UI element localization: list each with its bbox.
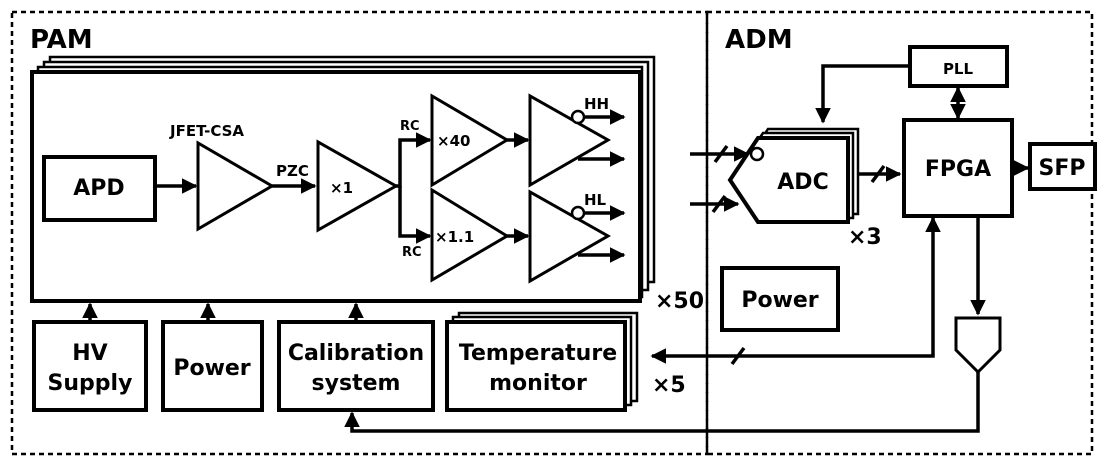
hh-label: HH (584, 95, 609, 113)
hv-supply-label-line2: Supply (48, 371, 133, 396)
adc-to-fpga-bus-slash (870, 164, 886, 184)
pam-region-border (10, 10, 709, 456)
calibration-label-line2: system (312, 371, 401, 396)
adc-input-1-bus-slash (713, 144, 729, 164)
hh-driver (528, 93, 612, 188)
jfet-csa-label: JFET-CSA (169, 122, 244, 140)
pam-label: PAM (30, 25, 93, 55)
rc-top-label: RC (400, 119, 420, 134)
calibration-system-block (277, 320, 435, 412)
hv-supply-label-line1: HV (72, 341, 107, 366)
jfet-csa-amplifier (196, 140, 275, 232)
pzc-label: PZC (276, 162, 309, 180)
adm-label: ADM (725, 25, 793, 55)
adc-label: ADC (777, 170, 828, 195)
pam-power-block (161, 320, 264, 412)
hh-inverting-bubble (570, 109, 586, 125)
hl-label: HL (584, 191, 607, 209)
adm-region-border (705, 10, 1094, 456)
pam-multiplicity-label: ×50 (655, 289, 704, 314)
gain-x40-label: ×40 (437, 132, 470, 150)
fpga-temperature-bus-slash (730, 346, 746, 366)
adm-power-label: Power (741, 288, 818, 313)
hl-inverting-bubble (570, 205, 586, 221)
temperature-label-line1: Temperature (459, 341, 617, 366)
fpga-block (902, 118, 1014, 218)
split-to-x40-arrow (396, 132, 432, 188)
sfp-label: SFP (1039, 156, 1086, 181)
fpga-temperature-bus-arrow (650, 216, 941, 364)
gain-x1-1-label: ×1.1 (435, 228, 474, 246)
adc-multiplicity-label: ×3 (848, 225, 882, 250)
temperature-label-line2: monitor (489, 371, 587, 396)
apd-label: APD (73, 176, 124, 201)
fpga-label: FPGA (925, 157, 991, 182)
pam-power-label: Power (173, 356, 250, 381)
buffer-x1-label: ×1 (330, 179, 353, 197)
dac-to-calibration-arrow (344, 372, 980, 433)
sfp-block (1028, 142, 1097, 191)
hl-driver (528, 189, 612, 284)
adc-input-bubble (749, 146, 765, 162)
pll-to-adc-arrow (815, 64, 910, 124)
buffer-x1-amplifier (316, 139, 400, 233)
dac-block (954, 316, 1002, 375)
hv-supply-block (32, 320, 148, 412)
split-to-x1-1-arrow (398, 186, 432, 244)
pll-label: PLL (943, 60, 974, 78)
gain-x40-amplifier (430, 93, 510, 188)
temperature-monitor-block (445, 320, 627, 412)
rc-bottom-label: RC (402, 245, 422, 260)
gain-x1-1-amplifier (430, 187, 510, 283)
temp-multiplicity-label: ×5 (652, 373, 686, 398)
calibration-label-line1: Calibration (288, 341, 424, 366)
adc-input-2-bus-slash (711, 194, 727, 214)
apd-block (42, 155, 157, 222)
